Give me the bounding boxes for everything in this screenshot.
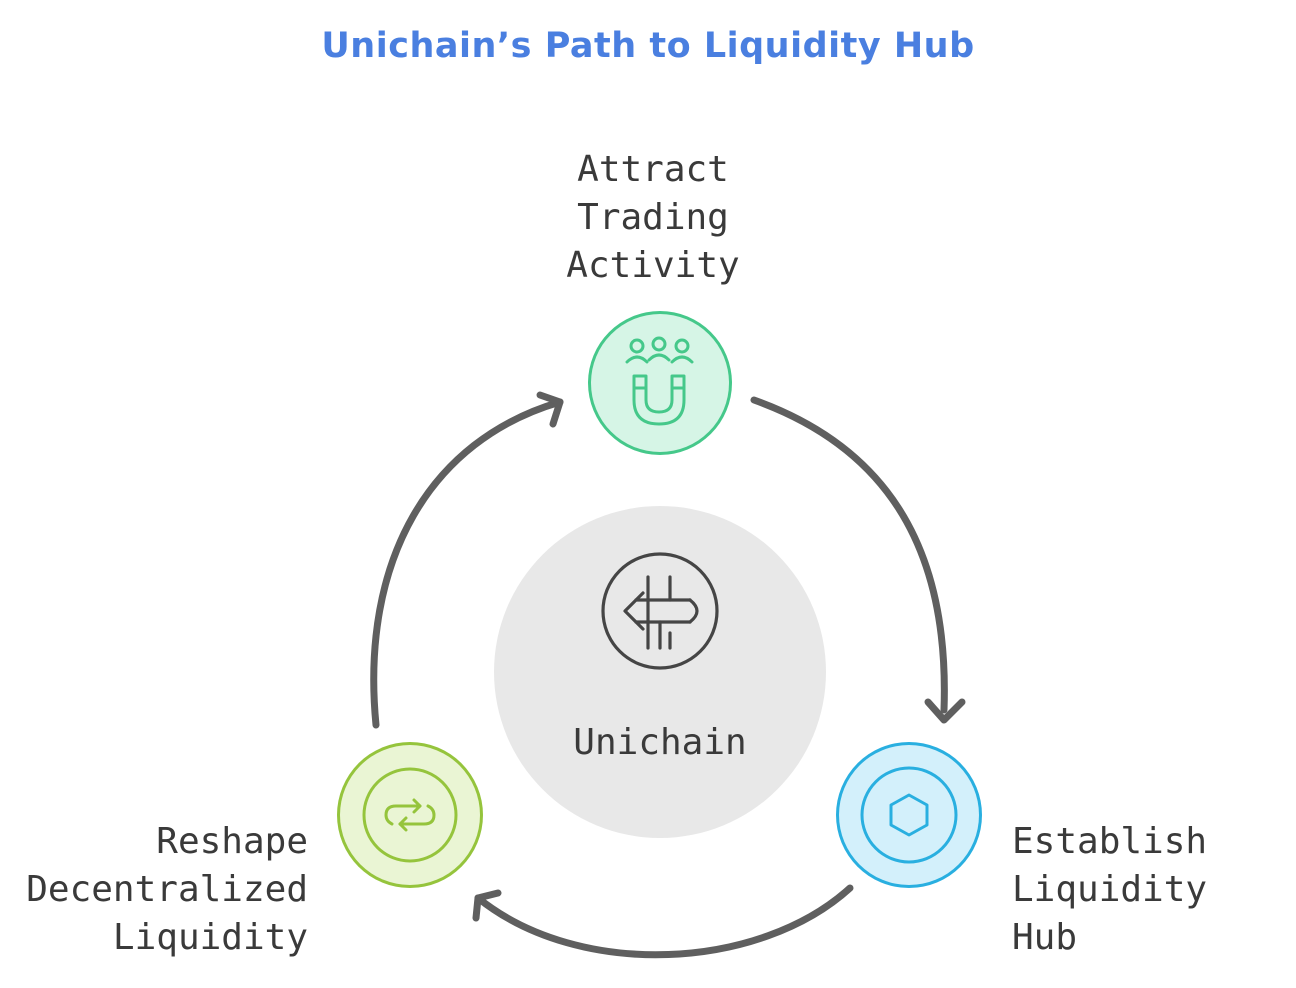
- arrowhead-reshape: [472, 889, 502, 922]
- node-attract: [588, 311, 732, 455]
- node-establish: [836, 742, 982, 888]
- step-label-establish: Establish Liquidity Hub: [1012, 821, 1208, 958]
- arrow-establish-to-reshape: [474, 884, 854, 959]
- center-label: Unichain: [573, 722, 747, 763]
- diagram-title: Unichain’s Path to Liquidity Hub: [321, 26, 975, 66]
- magnet-people-icon: [625, 336, 694, 426]
- arrowhead-attract: [536, 391, 564, 428]
- arrow-reshape-to-attract: [370, 398, 564, 729]
- cycle-arrows: [370, 391, 966, 959]
- node-reshape: [337, 742, 483, 888]
- center-circle: [494, 506, 826, 838]
- hexagon-icon: [889, 793, 929, 837]
- step-label-attract: Attract Trading Activity: [566, 149, 740, 286]
- arrow-attract-to-establish: [750, 396, 948, 714]
- arrowhead-establish: [924, 698, 966, 724]
- step-label-reshape: Reshape Decentralized Liquidity: [26, 821, 308, 958]
- unichain-logo-icon: [601, 552, 719, 670]
- exchange-arrows-icon: [384, 798, 436, 832]
